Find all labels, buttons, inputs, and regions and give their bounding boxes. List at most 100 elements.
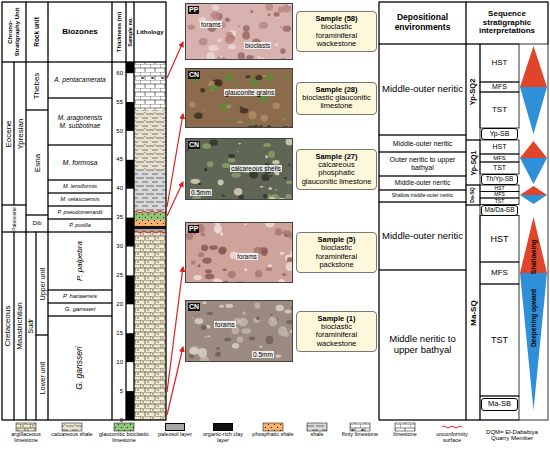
shallowing-triangle xyxy=(520,141,547,158)
cell-border xyxy=(48,145,112,180)
table-cell: Upper unit xyxy=(36,232,48,335)
cell-border xyxy=(2,2,26,62)
unconformity-line xyxy=(134,211,166,213)
grain xyxy=(219,247,227,254)
table-cell: TST xyxy=(480,284,519,396)
header-cell: Chrono-Stratigraphy Unit xyxy=(2,2,26,62)
cell-text: Cretaceous xyxy=(4,306,13,347)
header-cell: Rock unit xyxy=(26,2,48,62)
grain xyxy=(203,110,206,111)
grain xyxy=(228,157,236,162)
cell-border xyxy=(2,62,14,205)
cell-text: HST xyxy=(493,143,507,151)
grain xyxy=(244,223,247,225)
grain xyxy=(248,111,256,119)
grain xyxy=(237,151,239,153)
grain xyxy=(198,348,207,358)
depth-number: 35 xyxy=(112,214,123,220)
sample-arrow xyxy=(167,347,183,415)
grain xyxy=(290,330,293,333)
depth-number: 55 xyxy=(112,99,123,105)
header-cell: Thickness (m) xyxy=(112,2,126,62)
grain xyxy=(220,232,224,235)
organic-clay-bed xyxy=(134,226,166,229)
grain xyxy=(271,314,273,316)
grain xyxy=(289,233,293,239)
grain xyxy=(238,318,248,327)
cell-border xyxy=(466,44,480,140)
table-cell: Middle-outer neritic xyxy=(379,176,466,190)
sequence-cell: Yp-SQ2 xyxy=(466,44,480,140)
grain xyxy=(282,332,289,337)
cell-text: Ma-SQ xyxy=(469,300,478,325)
cell-border xyxy=(48,316,112,420)
legend-swatch xyxy=(114,423,134,431)
cell-text: Middle-outer neritic xyxy=(393,140,453,148)
sample-number: Sample (27) xyxy=(300,153,373,161)
view-mode: CN xyxy=(188,303,200,311)
grain xyxy=(205,269,212,273)
cell-text: Middle-outer neritic xyxy=(382,231,463,242)
boundary-name: Ma/Da-SB xyxy=(485,207,515,214)
cell-text: Yp-SQ1 xyxy=(469,150,477,175)
cell-border xyxy=(379,270,466,420)
sea-level-triangles xyxy=(520,46,547,410)
thin-section-texture xyxy=(186,301,293,362)
table-cell: Eocene xyxy=(2,62,14,205)
cell-border xyxy=(126,2,134,62)
thin-section-texture xyxy=(186,69,293,128)
legend-swatch xyxy=(165,423,185,431)
cell-border xyxy=(48,98,112,145)
biozone-name: M. subbotinae xyxy=(58,122,102,129)
biozone-cell: P. palpebra xyxy=(48,232,112,290)
grain xyxy=(246,55,253,60)
grain xyxy=(283,118,286,120)
cell-text: MFS xyxy=(491,269,508,278)
cell-text: Da-SQ xyxy=(470,187,476,202)
grain xyxy=(285,310,292,314)
grain xyxy=(209,245,218,250)
photomicrograph: PPforamsbioclasts xyxy=(185,3,293,60)
grain xyxy=(286,320,293,324)
grain xyxy=(190,346,199,355)
grain xyxy=(274,12,280,17)
grain xyxy=(208,336,211,338)
grain xyxy=(199,38,208,45)
biozone-cell: P. hariaensis xyxy=(48,290,112,303)
deepening-triangle xyxy=(520,195,547,204)
biozone-name: A. pentacamerata xyxy=(54,76,105,83)
lithology-frame xyxy=(134,62,166,420)
photo-label: forams xyxy=(214,321,236,328)
sample-number: Sample (5) xyxy=(300,236,373,244)
boundary-box: Ma-SB xyxy=(481,398,518,411)
shale-bed xyxy=(134,170,166,212)
biozone-cell: P. pseudomenardii xyxy=(48,206,112,219)
table-cell: Sudr xyxy=(26,232,36,420)
biozone-cell: G. gansseri xyxy=(48,303,112,316)
sample-box: Sample (5)bioclastic foraminiferal packs… xyxy=(296,232,377,273)
table-cell: Outer neritic to upper bathyal xyxy=(379,152,466,176)
cell-border xyxy=(48,62,112,98)
cell-text: Sample no. xyxy=(127,17,133,46)
grain xyxy=(208,45,218,51)
sample-number: Sample (58) xyxy=(300,15,373,23)
depth-number: 45 xyxy=(112,156,123,162)
photo-label: forams xyxy=(200,21,222,28)
legend-unconformity xyxy=(442,426,462,428)
cell-text: MFS xyxy=(492,83,507,91)
facies-name: calcareous phosphatic glauconitic limest… xyxy=(300,161,373,186)
grain xyxy=(270,175,273,177)
photo-label: 0.5mm xyxy=(190,189,212,196)
table-cell: Middle neritic to upper bathyal xyxy=(379,270,466,420)
grain xyxy=(260,96,270,101)
cell-text: Ypresian xyxy=(16,118,25,149)
grain xyxy=(276,305,285,312)
sample-number: Sample (1) xyxy=(300,315,373,323)
grain xyxy=(260,125,263,127)
grain xyxy=(195,318,204,324)
cell-text: Thebes xyxy=(33,73,42,100)
legend-swatch xyxy=(213,423,233,431)
grain xyxy=(215,230,221,233)
grain xyxy=(219,305,224,308)
boundary-name: Ma-SB xyxy=(488,400,511,408)
